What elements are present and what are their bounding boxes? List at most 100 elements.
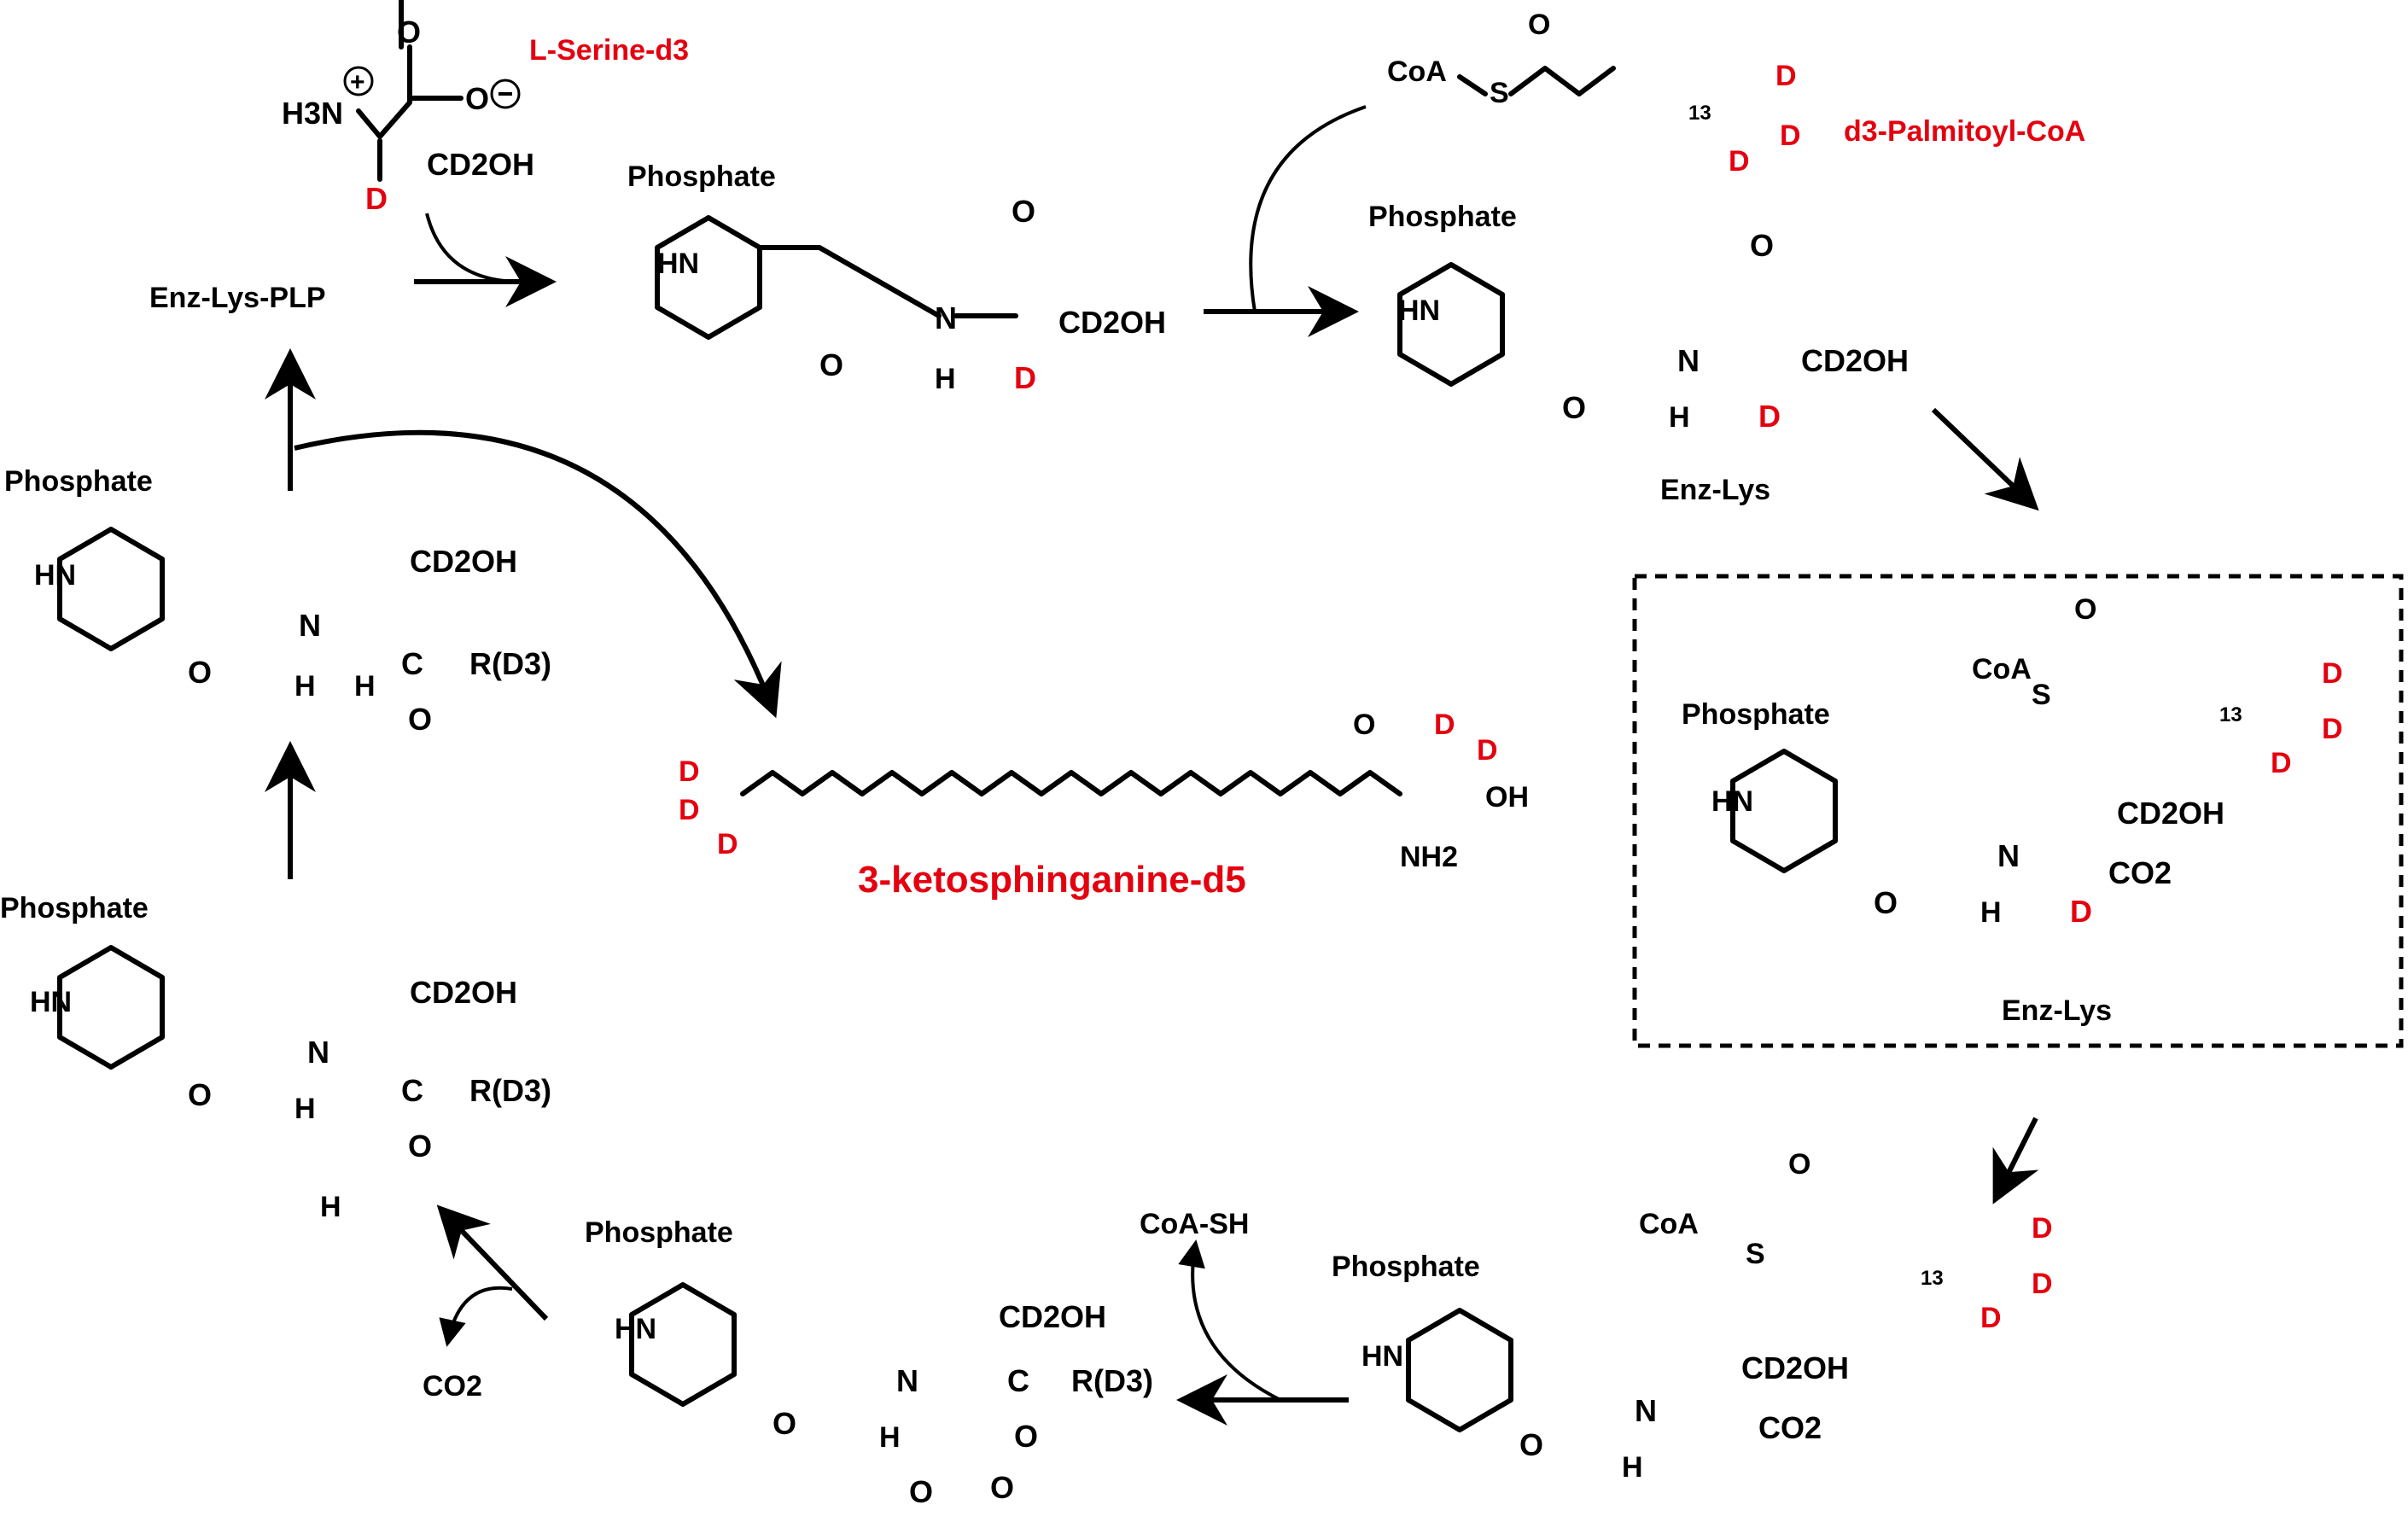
svg-text:C: C: [401, 1073, 423, 1108]
svg-text:O: O: [990, 1470, 1014, 1505]
svg-text:CoA: CoA: [1639, 1208, 1699, 1240]
serine-cd2oh-label: CD2OH: [427, 147, 534, 182]
svg-text:O: O: [408, 702, 432, 737]
svg-text:N: N: [1635, 1393, 1657, 1428]
svg-text:C: C: [1007, 1363, 1029, 1398]
reaction-arrow-3: [1931, 407, 2039, 511]
svg-text:13: 13: [1688, 102, 1711, 125]
svg-text:S: S: [1490, 77, 1509, 109]
svg-text:D: D: [1758, 399, 1781, 434]
serine-name: L-Serine-d3: [529, 34, 689, 67]
svg-text:NH2: NH2: [1400, 841, 1458, 873]
svg-text:O: O: [1519, 1427, 1543, 1462]
svg-text:CoA: CoA: [1387, 55, 1447, 88]
svg-text:D: D: [1014, 360, 1036, 395]
svg-text:O: O: [1012, 194, 1035, 229]
svg-text:N: N: [1997, 838, 2020, 873]
svg-text:O: O: [1353, 709, 1375, 741]
carboxyl-o-label: O: [397, 15, 421, 50]
svg-text:D: D: [679, 755, 700, 788]
enz-lys-plp-label: Enz-Lys-PLP: [149, 282, 326, 314]
svg-text:H: H: [354, 670, 376, 703]
svg-text:H: H: [879, 1421, 901, 1454]
svg-text:CD2OH: CD2OH: [1058, 305, 1166, 340]
svg-text:HN: HN: [1361, 1340, 1403, 1373]
palmitoyl-name: d3-Palmitoyl-CoA: [1844, 115, 2085, 148]
svg-text:H: H: [1669, 401, 1690, 434]
svg-text:HN: HN: [1398, 295, 1440, 327]
svg-text:CO2: CO2: [2108, 855, 2172, 890]
svg-text:Phosphate: Phosphate: [0, 892, 149, 924]
svg-text:CD2OH: CD2OH: [1801, 343, 1909, 378]
svg-text:+: +: [350, 68, 365, 96]
claisen-intermediate: CoA S O 13 D D D Phosphate HN N CD2OH CO…: [1332, 1148, 2053, 1484]
plus-charge-icon: [343, 66, 374, 96]
svg-text:Phosphate: Phosphate: [585, 1216, 733, 1249]
svg-text:D: D: [2032, 1212, 2053, 1245]
h3n-label: H3N: [282, 96, 343, 131]
product-release-arrow: [294, 429, 782, 719]
transition-state: CoA S O 13 D D D Phosphate HN N CD2OH CO…: [1682, 593, 2343, 1027]
minus-charge-icon: [490, 79, 521, 109]
svg-text:O: O: [2074, 593, 2096, 626]
svg-text:H: H: [935, 363, 956, 395]
product-name: 3-ketosphinganine-d5: [858, 859, 1246, 901]
svg-text:O: O: [408, 1129, 432, 1163]
svg-text:Phosphate: Phosphate: [627, 160, 776, 193]
coa-sh-label: CoA-SH: [1140, 1208, 1249, 1240]
svg-text:H: H: [320, 1191, 341, 1223]
svg-text:D: D: [2271, 747, 2292, 779]
svg-text:HN: HN: [30, 986, 72, 1018]
svg-text:CD2OH: CD2OH: [999, 1299, 1106, 1334]
svg-text:O: O: [1750, 228, 1774, 263]
svg-text:N: N: [896, 1363, 918, 1398]
svg-text:H: H: [1980, 896, 2002, 929]
svg-text:D: D: [2322, 713, 2343, 745]
enz-lys-label-box: Enz-Lys: [2002, 994, 2112, 1027]
svg-text:CD2OH: CD2OH: [1741, 1350, 1849, 1385]
serine-molecule: H3N + O O D CD2OH L-Serine-d3: [282, 0, 689, 216]
external-aldimine-1: Phosphate HN N CD2OH O H D O: [627, 160, 1166, 395]
svg-text:O: O: [1014, 1419, 1038, 1454]
svg-text:CD2OH: CD2OH: [410, 975, 517, 1010]
svg-text:N: N: [299, 608, 321, 643]
ketone-aldimine: Phosphate HN N CD2OH C R(D3) O O H H: [4, 465, 551, 737]
co2-label: CO2: [423, 1370, 482, 1403]
svg-text:H: H: [1622, 1451, 1643, 1484]
svg-text:Phosphate: Phosphate: [4, 465, 153, 498]
palmitoyl-coa-molecule: CoA S O 13 D D D d3-Palmitoyl-CoA: [1387, 9, 2085, 178]
serine-entry-curve: [425, 213, 522, 283]
svg-text:O: O: [773, 1406, 796, 1441]
svg-text:N: N: [1677, 343, 1700, 378]
svg-text:O: O: [909, 1474, 933, 1509]
coash-release-curve: [1178, 1239, 1281, 1402]
svg-text:D: D: [1980, 1302, 2002, 1334]
svg-text:D: D: [717, 828, 738, 860]
svg-text:Phosphate: Phosphate: [1332, 1251, 1480, 1283]
svg-text:O: O: [188, 655, 212, 690]
svg-text:R(D3): R(D3): [469, 1073, 551, 1108]
quinonoid-intermediate: Phosphate HN N CD2OH C R(D3) O O H H: [0, 892, 551, 1223]
enz-lys-label-top: Enz-Lys: [1660, 474, 1770, 506]
svg-text:13: 13: [1921, 1267, 1944, 1290]
svg-text:S: S: [2032, 679, 2051, 711]
svg-text:D: D: [1729, 145, 1750, 178]
svg-text:D: D: [679, 794, 700, 826]
svg-text:H: H: [294, 1093, 316, 1125]
svg-text:R(D3): R(D3): [1071, 1363, 1153, 1398]
svg-text:OH: OH: [1485, 781, 1529, 814]
transition-state-box: [1632, 574, 2404, 1048]
svg-text:O: O: [1528, 9, 1550, 41]
svg-text:CO2: CO2: [1758, 1410, 1822, 1445]
svg-text:O: O: [188, 1077, 212, 1112]
svg-text:O: O: [1788, 1148, 1810, 1181]
external-aldimine-2: Phosphate HN N CD2OH O H D O Enz-Lys: [1368, 201, 1909, 506]
svg-text:HN: HN: [615, 1313, 656, 1345]
svg-text:CD2OH: CD2OH: [2117, 796, 2224, 831]
svg-text:O: O: [819, 347, 843, 382]
co2-release-curve: [439, 1286, 513, 1347]
svg-text:Phosphate: Phosphate: [1682, 698, 1830, 731]
svg-text:D: D: [1775, 60, 1797, 92]
reaction-arrow-6: [436, 1204, 549, 1321]
